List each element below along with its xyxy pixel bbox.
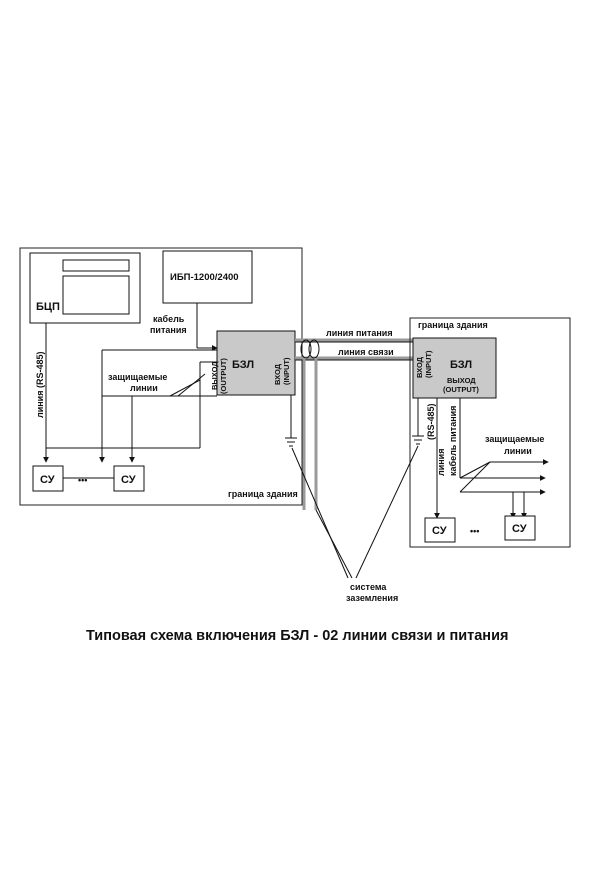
bcp-screen-top [62, 259, 130, 272]
su-left-2-label: СУ [121, 474, 136, 486]
bzl-left-box [216, 330, 296, 396]
bzl-left-label: БЗЛ [232, 359, 254, 371]
left-building-frame [19, 247, 303, 506]
rs485-label: линия (RS-485) [35, 352, 45, 418]
grounding-label-2: заземления [346, 593, 398, 603]
left-building-border-label: граница здания [228, 489, 298, 499]
bzl-right-input-2: (INPUT) [424, 350, 433, 378]
power-cable-label-2: питания [150, 325, 187, 335]
coil-2 [308, 339, 320, 359]
right-protected-lines-1: защищаемые [485, 434, 544, 444]
right-protected-lines-2: линии [504, 446, 532, 456]
protected-line-fan-2 [177, 373, 206, 397]
ups-box [162, 250, 253, 304]
su-left-dots: ••• [78, 475, 87, 485]
link-cables: линия питания линия связи [295, 328, 413, 510]
bzl-right-input-1: ВХОД [415, 356, 424, 378]
su-right-1-label: СУ [432, 525, 447, 537]
su-right-2 [504, 515, 536, 541]
grounding-system: система заземления [291, 445, 419, 603]
right-building: граница здания БЗЛ ВЫХОД (OUTPUT) ВХОД (… [409, 317, 571, 548]
right-building-border-label: граница здания [418, 320, 488, 330]
protected-lines-label-1: защищаемые [108, 372, 167, 382]
power-cable-label-1: кабель [153, 314, 185, 324]
protected-line-fan-1 [169, 379, 201, 397]
bzl-left-output-2: (OUTPUT) [219, 358, 228, 394]
comm-line-label: линия связи [338, 347, 394, 357]
ground-line-left [291, 447, 349, 579]
right-rs485-label: (RS-485) [426, 403, 436, 440]
grounding-label-1: система [350, 582, 387, 592]
bcp-screen [62, 275, 130, 315]
left-building: граница здания БЦП ИБП-1200/2400 кабель … [19, 247, 303, 506]
ground-line-right [355, 445, 419, 579]
right-line-label: линия [436, 449, 446, 476]
power-line-label: линия питания [326, 328, 393, 338]
ground-line-mid [315, 509, 353, 579]
coil-1 [300, 339, 312, 359]
bzl-right-label: БЗЛ [450, 359, 472, 371]
right-fan-1 [459, 461, 491, 479]
bzl-right-box [412, 337, 497, 399]
ups-label: ИБП-1200/2400 [170, 272, 239, 283]
diagram-caption: Типовая схема включения БЗЛ - 02 линии с… [86, 628, 508, 644]
su-left-2 [113, 465, 145, 492]
bzl-left-input-1: ВХОД [273, 363, 282, 385]
bzl-left-input-2: (INPUT) [282, 357, 291, 385]
bzl-right-output-2: (OUTPUT) [443, 385, 479, 394]
su-left-1 [32, 465, 64, 492]
bzl-left-output-1: ВЫХОД [210, 361, 219, 390]
right-fan-2 [459, 461, 491, 493]
protected-lines-label-2: линии [130, 383, 158, 393]
su-right-dots: ••• [470, 526, 479, 536]
right-building-frame [409, 317, 571, 548]
bzl-right-output-1: ВЫХОД [447, 376, 476, 385]
su-right-2-label: СУ [512, 523, 527, 535]
bcp-label: БЦП [36, 301, 60, 313]
su-right-1 [424, 517, 456, 543]
right-power-cable-label: кабель питания [448, 406, 458, 476]
su-left-1-label: СУ [40, 474, 55, 486]
